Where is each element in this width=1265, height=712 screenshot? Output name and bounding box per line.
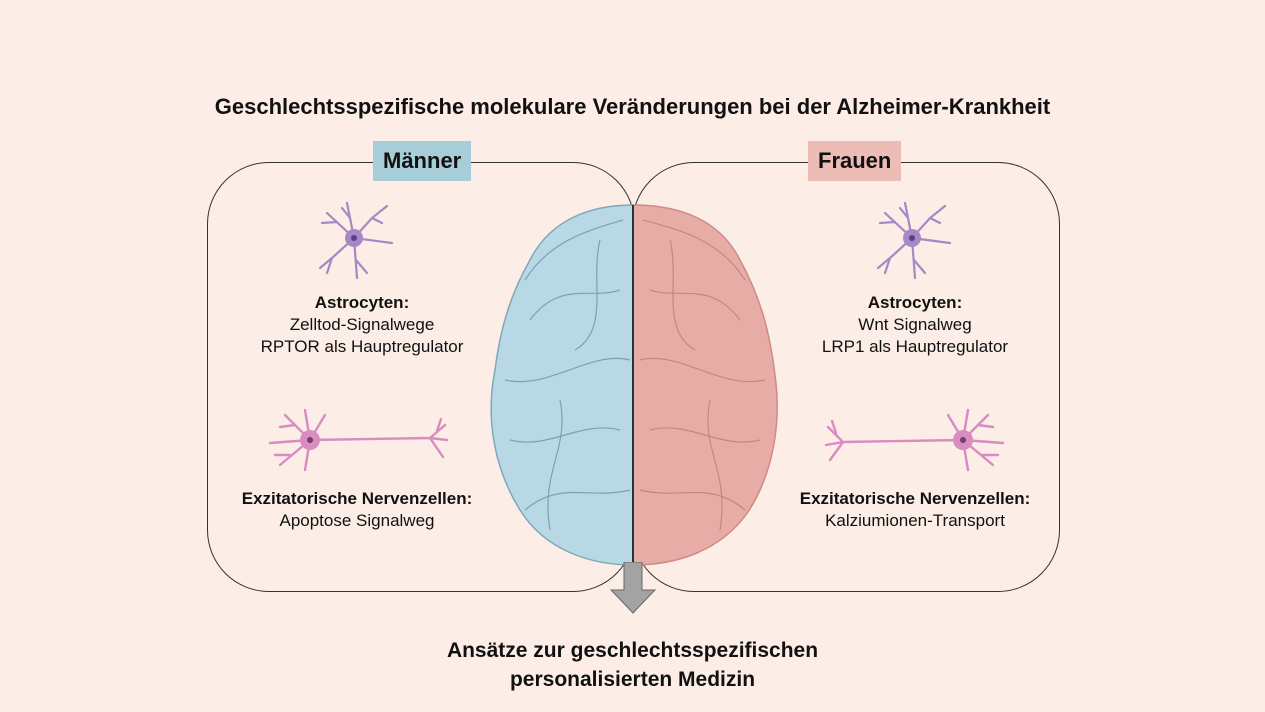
women-astrocytes-text: Astrocyten: Wnt Signalweg LRP1 als Haupt… [785, 292, 1045, 358]
men-astrocytes-line1: Zelltod-Signalwege [289, 315, 435, 334]
women-astrocytes-line2: LRP1 als Hauptregulator [821, 337, 1009, 356]
brain-right-hemisphere [632, 204, 778, 566]
astrocyte-icon-women [876, 201, 952, 280]
down-arrow-icon [610, 562, 656, 614]
brain-illustration [490, 204, 778, 566]
men-astrocytes-heading: Astrocyten: [314, 293, 410, 312]
women-neurons-text: Exzitatorische Nervenzellen: Kalziumione… [760, 488, 1070, 532]
men-astrocytes-text: Astrocyten: Zelltod-Signalwege RPTOR als… [232, 292, 492, 358]
neuron-icon-men [268, 408, 449, 472]
men-astrocytes-line2: RPTOR als Hauptregulator [260, 337, 464, 356]
conclusion-text: Ansätze zur geschlechtsspezifischen pers… [0, 636, 1265, 694]
women-astrocytes-line1: Wnt Signalweg [858, 315, 972, 334]
women-astrocytes-heading: Astrocyten: [867, 293, 963, 312]
men-label: Männer [373, 141, 472, 181]
conclusion-line1: Ansätze zur geschlechtsspezifischen [446, 639, 819, 662]
conclusion-line2: personalisierten Medizin [509, 668, 756, 691]
men-neurons-text: Exzitatorische Nervenzellen: Apoptose Si… [207, 488, 507, 532]
men-neurons-heading: Exzitatorische Nervenzellen: [241, 489, 473, 508]
neuron-icon-women [824, 408, 1005, 472]
brain-left-hemisphere [490, 204, 634, 566]
men-neurons-line1: Apoptose Signalweg [279, 511, 435, 530]
diagram-title: Geschlechtsspezifische molekulare Veränd… [214, 94, 1051, 119]
women-label: Frauen [808, 141, 902, 181]
women-neurons-heading: Exzitatorische Nervenzellen: [799, 489, 1031, 508]
women-neurons-line1: Kalziumionen-Transport [825, 511, 1005, 530]
astrocyte-icon-men [318, 201, 394, 280]
